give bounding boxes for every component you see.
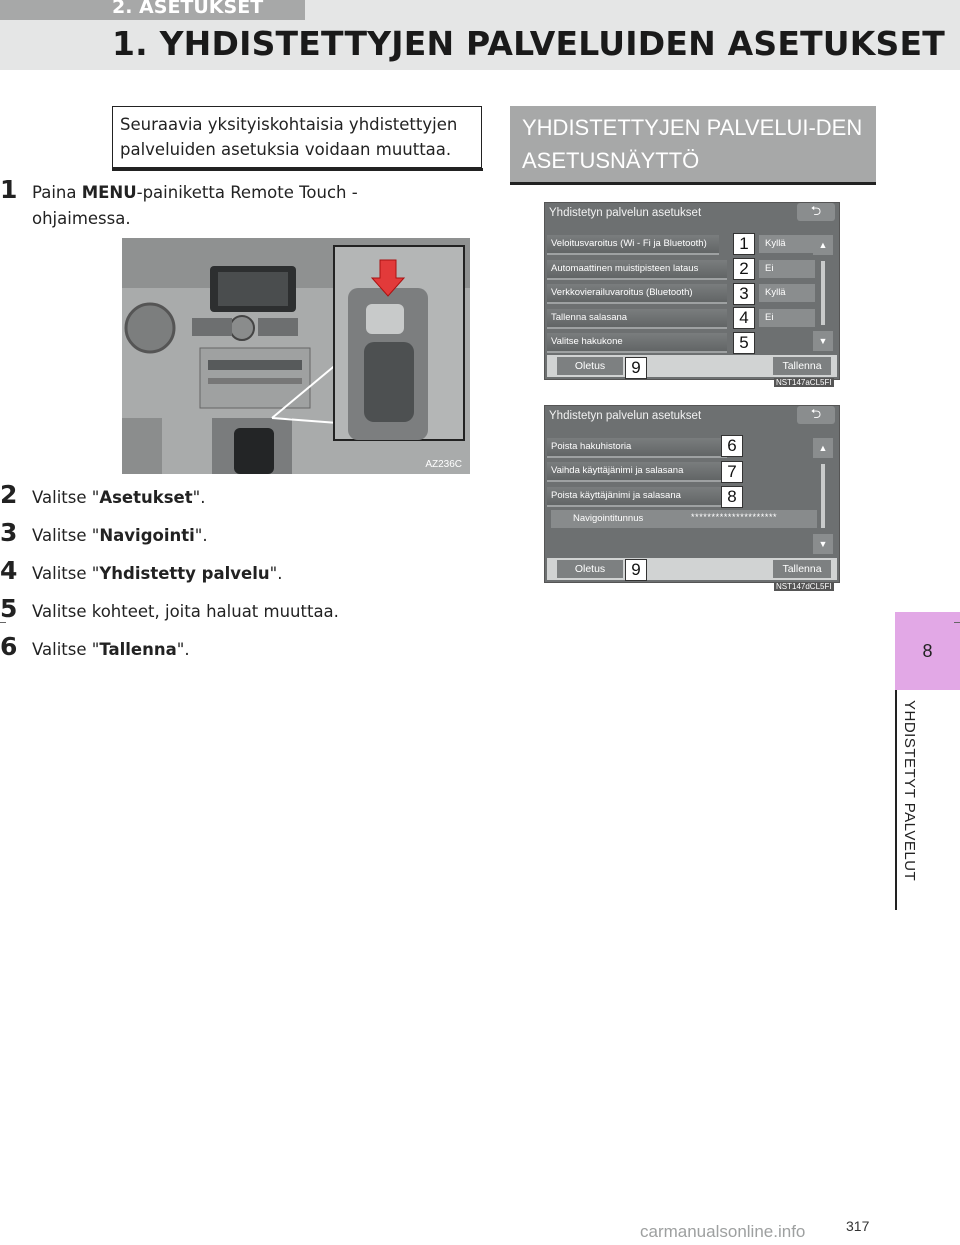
- scroll-down-icon[interactable]: ▼: [813, 534, 833, 554]
- callout-1: 1: [733, 233, 755, 255]
- value-auto-poi[interactable]: Ei: [759, 260, 815, 278]
- step-text: Valitse ": [32, 526, 100, 545]
- step-5: 5 Valitse kohteet, joita haluat muuttaa.: [0, 594, 370, 625]
- settings-screen-1: Yhdistetyn palvelun asetukset ⮌ Veloitus…: [544, 202, 840, 380]
- page-title: 1. YHDISTETTYJEN PALVELUIDEN ASETUKSET: [112, 24, 945, 63]
- step-1: 1 Paina MENU-painiketta Remote Touch -oh…: [0, 175, 370, 232]
- step-bold: Navigointi: [99, 526, 195, 545]
- step-text: Valitse ": [32, 564, 100, 583]
- field-label: Navigointitunnus: [573, 513, 644, 524]
- step-number: 6: [0, 632, 18, 661]
- value-save-password[interactable]: Ei: [759, 309, 815, 327]
- remote-touch-photo: AZ236C: [122, 238, 470, 474]
- step-text: ".: [192, 488, 206, 507]
- setting-row-charge-warning[interactable]: Veloitusvaroitus (Wi - Fi ja Bluetooth): [547, 235, 719, 255]
- scrollbar[interactable]: [821, 261, 825, 325]
- callout-2: 2: [733, 258, 755, 280]
- callout-5: 5: [733, 332, 755, 354]
- step-bold: Asetukset: [99, 488, 193, 507]
- scrollbar[interactable]: [821, 464, 825, 528]
- watermark: carmanualsonline.info: [640, 1222, 806, 1241]
- scroll-up-icon[interactable]: ▲: [813, 235, 833, 255]
- callout-8: 8: [721, 486, 743, 508]
- step-number: 5: [0, 594, 18, 623]
- chapter-title: YHDISTETYT PALVELUT: [901, 700, 918, 882]
- save-button[interactable]: Tallenna: [773, 357, 831, 375]
- setting-row-delete-credentials[interactable]: Poista käyttäjänimi ja salasana: [547, 487, 727, 507]
- callout-9: 9: [625, 559, 647, 581]
- screen-title: Yhdistetyn palvelun asetukset: [549, 207, 702, 219]
- step-bold: Yhdistetty palvelu: [99, 564, 270, 583]
- screen-title: Yhdistetyn palvelun asetukset: [549, 410, 702, 422]
- figure-code: NST147aCL5FI: [774, 378, 834, 387]
- step-6: 6 Valitse "Tallenna".: [0, 632, 370, 663]
- screen-section-header: YHDISTETTYJEN PALVELUI-DEN ASETUSNÄYTTÖ: [510, 106, 876, 185]
- figure-code: AZ236C: [425, 459, 462, 470]
- section-label: 2. ASETUKSET: [0, 0, 305, 20]
- chapter-divider: [895, 690, 897, 910]
- page-number: 317: [846, 1218, 870, 1234]
- row-label: Veloitusvaroitus (Wi - Fi ja Bluetooth): [551, 238, 707, 249]
- row-label: Valitse hakukone: [551, 336, 623, 347]
- callout-7: 7: [721, 461, 743, 483]
- setting-row-search-engine[interactable]: Valitse hakukone: [547, 333, 727, 353]
- default-button[interactable]: Oletus: [557, 357, 623, 375]
- row-label: Verkkovierailuvaroitus (Bluetooth): [551, 287, 693, 298]
- step-text: ".: [194, 526, 208, 545]
- step-bold: MENU: [81, 183, 137, 202]
- step-number: 1: [0, 175, 18, 204]
- field-value: *********************: [691, 512, 778, 522]
- step-number: 2: [0, 480, 18, 509]
- back-icon[interactable]: ⮌: [797, 203, 835, 221]
- setting-row-change-credentials[interactable]: Vaihda käyttäjänimi ja salasana: [547, 462, 727, 482]
- step-bold: Tallenna: [99, 640, 177, 659]
- step-4: 4 Valitse "Yhdistetty palvelu".: [0, 556, 370, 587]
- row-label: Vaihda käyttäjänimi ja salasana: [551, 465, 684, 476]
- step-text: ".: [176, 640, 190, 659]
- step-text: Paina: [32, 183, 82, 202]
- figure-code: NST147dCL5FI: [774, 582, 834, 591]
- setting-row-clear-history[interactable]: Poista hakuhistoria: [547, 438, 727, 458]
- crop-mark: [954, 622, 960, 623]
- setting-row-save-password[interactable]: Tallenna salasana: [547, 309, 727, 329]
- row-label: Poista käyttäjänimi ja salasana: [551, 490, 681, 501]
- step-text: ".: [269, 564, 283, 583]
- step-text: Valitse ": [32, 640, 100, 659]
- callout-3: 3: [733, 283, 755, 305]
- screen-bottom-bar: Oletus Tallenna: [547, 558, 837, 580]
- callout-4: 4: [733, 307, 755, 329]
- row-label: Tallenna salasana: [551, 312, 628, 323]
- car-interior-illustration: [122, 238, 470, 474]
- settings-screen-2: Yhdistetyn palvelun asetukset ⮌ Poista h…: [544, 405, 840, 583]
- setting-row-roaming-warning[interactable]: Verkkovierailuvaroitus (Bluetooth): [547, 284, 727, 304]
- chapter-tab: 8: [895, 612, 960, 690]
- row-label: Poista hakuhistoria: [551, 441, 632, 452]
- navigation-id-field: Navigointitunnus *********************: [551, 510, 817, 528]
- value-charge-warning[interactable]: Kyllä: [759, 235, 815, 253]
- step-text: -painiketta Remote Touch -ohjaimessa.: [32, 183, 358, 228]
- step-number: 3: [0, 518, 18, 547]
- crop-mark: [0, 622, 6, 623]
- step-text: Valitse kohteet, joita haluat muuttaa.: [32, 602, 339, 621]
- step-text: Valitse ": [32, 488, 100, 507]
- step-2: 2 Valitse "Asetukset".: [0, 480, 370, 511]
- screen-bottom-bar: Oletus Tallenna: [547, 355, 837, 377]
- save-button[interactable]: Tallenna: [773, 560, 831, 578]
- step-number: 4: [0, 556, 18, 585]
- intro-box: Seuraavia yksityiskohtaisia yhdistettyje…: [111, 106, 483, 171]
- scroll-up-icon[interactable]: ▲: [813, 438, 833, 458]
- callout-9: 9: [625, 357, 647, 379]
- back-icon[interactable]: ⮌: [797, 406, 835, 424]
- default-button[interactable]: Oletus: [557, 560, 623, 578]
- value-roaming-warning[interactable]: Kyllä: [759, 284, 815, 302]
- callout-6: 6: [721, 435, 743, 457]
- step-3: 3 Valitse "Navigointi".: [0, 518, 370, 549]
- setting-row-auto-poi[interactable]: Automaattinen muistipisteen lataus: [547, 260, 727, 280]
- scroll-down-icon[interactable]: ▼: [813, 331, 833, 351]
- row-label: Automaattinen muistipisteen lataus: [551, 263, 699, 274]
